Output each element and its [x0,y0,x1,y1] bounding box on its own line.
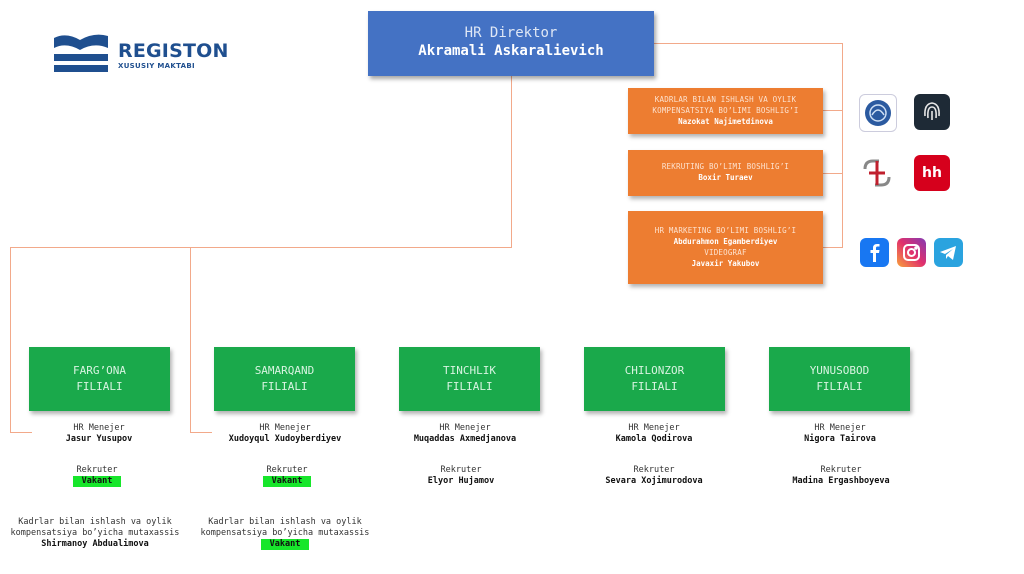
manager-role: HR Menejer [439,423,491,433]
branch-0-specialist: Kadrlar bilan ishlash va oylik kompensat… [5,517,185,550]
manager-name: Nigora Tairova [804,434,876,444]
department-head-name: Abdurahmon Egamberdiyev [673,237,778,246]
branch-1-recruiter: Rekruter Vakant [197,465,377,487]
branch-name: YUNUSOBOD [809,364,870,377]
recruiter-name: Elyor Hujamov [427,476,495,486]
branch-1-manager: HR Menejer Xudoyqul Xudoyberdiyev [195,423,375,445]
recruiter-role: Rekruter [266,465,308,475]
branch-name: CHILONZOR [624,364,685,377]
director-name: Akramali Askaralievich [418,43,604,59]
vacant-badge: Vakant [260,539,310,550]
registon-logo: REGISTON XUSUSIY MAKTABI [52,30,228,80]
branch-box-fargona: FARG’ONA FILIALI [29,347,170,411]
manager-name: Muqaddas Axmedjanova [413,434,517,444]
branch-3-recruiter: Rekruter Sevara Xojimurodova [564,465,744,487]
connector-samarqand-vertical [190,247,191,433]
branch-1-specialist: Kadrlar bilan ishlash va oylik kompensat… [195,517,375,550]
department-title: HR MARKETING BO’LIMI BOSHLIG’I [654,226,797,235]
vacant-badge: Vakant [262,476,312,487]
caduceus-icon [859,155,895,191]
manager-role: HR Menejer [73,423,125,433]
logo-brand-text: REGISTON [118,40,229,62]
connector-fargona-vertical [10,247,11,433]
branch-4-recruiter: Rekruter Madina Ergashboyeva [751,465,931,487]
department-head-name-2: Javaxir Yakubov [691,259,760,268]
logo-sub-text: XUSUSIY MAKTABI [118,62,195,70]
department-box-compensation: KADRLAR BILAN ISHLASH VA OYLIK KOMPENSAT… [628,88,823,134]
recruiter-name: Sevara Xojimurodova [605,476,703,486]
branch-box-yunusobod: YUNUSOBOD FILIALI [769,347,910,411]
branch-2-manager: HR Menejer Muqaddas Axmedjanova [375,423,555,445]
branch-2-recruiter: Rekruter Elyor Hujamov [371,465,551,487]
manager-role: HR Menejer [628,423,680,433]
branch-type: FILIALI [446,380,493,393]
recruiter-role: Rekruter [820,465,862,475]
branch-type: FILIALI [816,380,863,393]
department-title-2: VIDEOGRAF [704,248,747,257]
connector-dept-3 [823,247,843,248]
book-logo-icon [54,34,108,72]
department-head-name: Boxir Turaev [698,173,753,182]
director-box: HR Direktor Akramali Askaralievich [368,11,654,76]
branch-box-samarqand: SAMARQAND FILIALI [214,347,355,411]
branch-type: FILIALI [261,380,308,393]
connector-director-right [654,43,843,44]
connector-samarqand-stub [190,432,212,433]
recruiter-role: Rekruter [440,465,482,475]
branch-name: SAMARQAND [254,364,315,377]
branch-box-tinchlik: TINCHLIK FILIALI [399,347,540,411]
branch-name: TINCHLIK [443,364,496,377]
connector-dept-1 [823,110,843,111]
department-title: KADRLAR BILAN ISHLASH VA OYLIK KOMPENSAT… [652,95,799,115]
branch-0-recruiter: Rekruter Vakant [7,465,187,487]
recruiter-name: Madina Ergashboyeva [792,476,890,486]
vacant-badge: Vakant [72,476,122,487]
government-emblem-icon [859,94,897,132]
branch-box-chilonzor: CHILONZOR FILIALI [584,347,725,411]
connector-dept-2 [823,173,843,174]
hh-icon: hh [914,155,950,191]
specialist-role: Kadrlar bilan ishlash va oylik kompensat… [10,517,180,538]
branch-type: FILIALI [76,380,123,393]
department-box-recruiting: REKRUTING BO’LIMI BOSHLIG’I Boxir Turaev [628,150,823,196]
fingerprint-icon [914,94,950,130]
connector-director-vertical [511,76,512,248]
department-box-marketing: HR MARKETING BO’LIMI BOSHLIG’I Abdurahmo… [628,211,823,284]
manager-role: HR Menejer [814,423,866,433]
branch-0-manager: HR Menejer Jasur Yusupov [9,423,189,445]
department-title: REKRUTING BO’LIMI BOSHLIG’I [661,162,790,171]
branch-4-manager: HR Menejer Nigora Tairova [750,423,930,445]
manager-name: Xudoyqul Xudoyberdiyev [228,434,342,444]
instagram-icon [897,238,926,267]
specialist-role: Kadrlar bilan ishlash va oylik kompensat… [200,517,370,538]
manager-role: HR Menejer [259,423,311,433]
branch-type: FILIALI [631,380,678,393]
connector-departments-vertical [842,43,843,247]
manager-name: Kamola Qodirova [615,434,693,444]
branch-name: FARG’ONA [73,364,126,377]
connector-branches-horizontal [10,247,512,248]
branch-3-manager: HR Menejer Kamola Qodirova [564,423,744,445]
manager-name: Jasur Yusupov [65,434,133,444]
recruiter-role: Rekruter [633,465,675,475]
department-head-name: Nazokat Najimetdinova [678,117,773,126]
specialist-name: Shirmanoy Abdualimova [41,539,149,549]
telegram-icon [934,238,963,267]
director-title: HR Direktor [464,25,558,41]
facebook-icon [860,238,889,267]
recruiter-role: Rekruter [76,465,118,475]
connector-fargona-stub [10,432,32,433]
